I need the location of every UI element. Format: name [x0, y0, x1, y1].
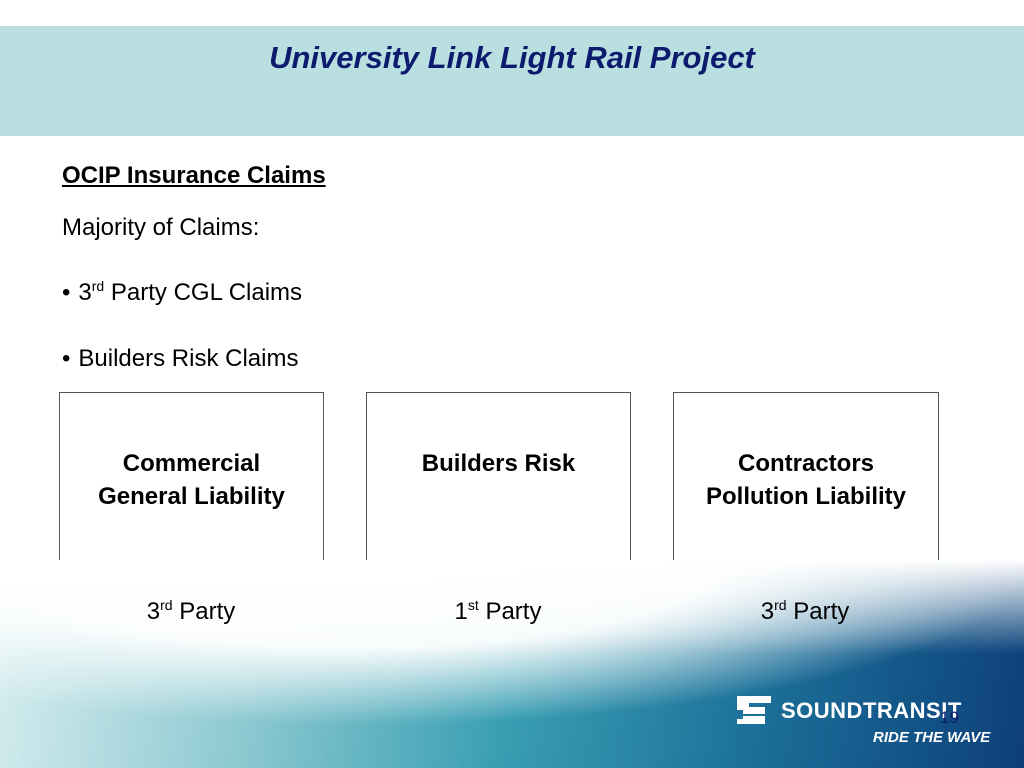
bullet-item: •Builders Risk Claims: [62, 345, 299, 372]
party-label: 3rd Party: [760, 597, 850, 625]
party-label: 3rd Party: [146, 597, 236, 625]
wave-highlight: [0, 560, 1024, 768]
logo-tagline: RIDE THE WAVE: [873, 729, 991, 746]
intro-text: Majority of Claims:: [62, 214, 260, 241]
soundtransit-mark-icon: [737, 696, 771, 724]
bullet-dot-icon: •: [62, 345, 71, 372]
slide-title: University Link Light Rail Project: [269, 40, 755, 75]
party-label: 1st Party: [454, 597, 542, 625]
title-band: [0, 26, 1024, 136]
page-number: 19: [940, 708, 959, 727]
coverage-box-builders-risk: Builders Risk: [366, 392, 631, 579]
bullet-dot-icon: •: [62, 279, 71, 306]
logo-name: SOUNDTRANSIT: [781, 698, 962, 723]
section-heading: OCIP Insurance Claims: [62, 162, 326, 189]
soundtransit-logo: SOUNDTRANSIT RIDE THE WAVE: [735, 692, 995, 752]
bullet-item: •3rd Party CGL Claims: [62, 278, 303, 306]
